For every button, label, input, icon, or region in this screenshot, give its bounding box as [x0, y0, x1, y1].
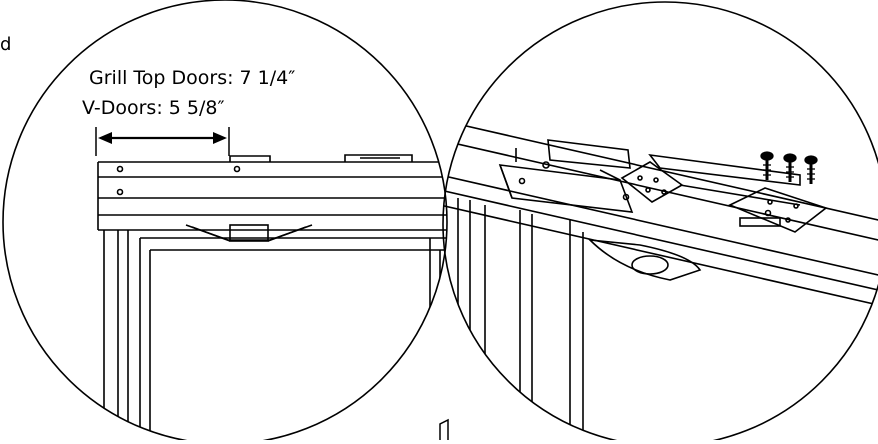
right-detail-view	[442, 1, 878, 444]
screw-icon	[760, 151, 818, 184]
double-arrow-icon	[95, 127, 230, 156]
edge-text-fragment: d	[0, 34, 12, 55]
bottom-fragment	[439, 418, 449, 440]
grill-top-doors-label: Grill Top Doors: 7 1/4″	[89, 67, 296, 89]
v-doors-label: V-Doors: 5 5/8″	[82, 97, 225, 119]
left-detail-view	[2, 0, 448, 444]
